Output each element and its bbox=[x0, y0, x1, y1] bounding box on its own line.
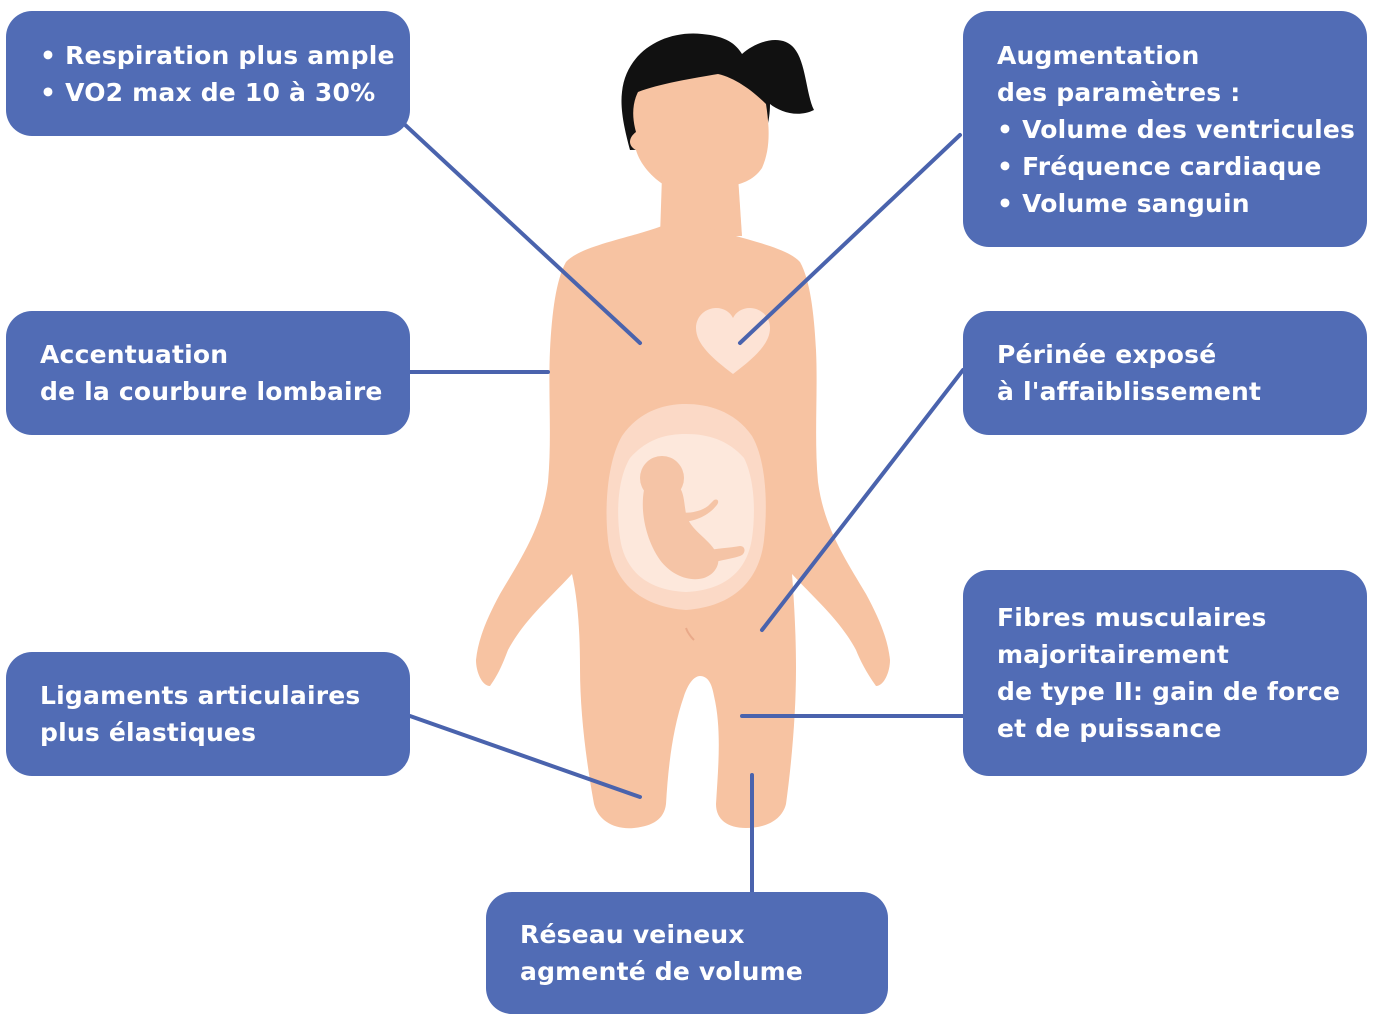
callout-cardio-line-4: • Fréquence cardiaque bbox=[997, 148, 1355, 185]
callout-lombaire-line-1: Accentuation bbox=[40, 336, 398, 373]
callout-lombaire-line-2: de la courbure lombaire bbox=[40, 373, 398, 410]
callout-respiration-line-1: • Respiration plus ample bbox=[40, 37, 398, 74]
callout-ligaments-line-1: Ligaments articulaires bbox=[40, 677, 398, 714]
callout-fibres-line-1: Fibres musculaires bbox=[997, 599, 1355, 636]
callout-veineux: Réseau veineux agmenté de volume bbox=[486, 892, 888, 1014]
callout-cardio-line-5: • Volume sanguin bbox=[997, 185, 1355, 222]
callout-perinee: Périnée exposé à l'affaiblissement bbox=[963, 311, 1367, 435]
callout-respiration: • Respiration plus ample • VO2 max de 10… bbox=[6, 11, 410, 136]
callout-perinee-line-2: à l'affaiblissement bbox=[997, 373, 1355, 410]
connector-respiration bbox=[402, 122, 640, 343]
callout-veineux-line-2: agmenté de volume bbox=[520, 953, 876, 990]
callout-lombaire: Accentuation de la courbure lombaire bbox=[6, 311, 410, 435]
connector-cardio bbox=[740, 135, 960, 343]
callout-cardio-line-3: • Volume des ventricules bbox=[997, 111, 1355, 148]
callout-fibres-line-4: et de puissance bbox=[997, 710, 1355, 747]
callout-ligaments: Ligaments articulaires plus élastiques bbox=[6, 652, 410, 776]
callout-fibres-line-3: de type II: gain de force bbox=[997, 673, 1355, 710]
callout-perinee-line-1: Périnée exposé bbox=[997, 336, 1355, 373]
callout-cardio-line-2: des paramètres : bbox=[997, 74, 1355, 111]
callout-respiration-line-2: • VO2 max de 10 à 30% bbox=[40, 74, 398, 111]
head-shape bbox=[630, 74, 769, 186]
callout-cardio: Augmentation des paramètres : • Volume d… bbox=[963, 11, 1367, 247]
callout-veineux-line-1: Réseau veineux bbox=[520, 916, 876, 953]
uterus bbox=[607, 404, 766, 610]
callout-fibres-line-2: majoritairement bbox=[997, 636, 1355, 673]
callout-fibres: Fibres musculaires majoritairement de ty… bbox=[963, 570, 1367, 776]
callout-ligaments-line-2: plus élastiques bbox=[40, 714, 398, 751]
callout-cardio-line-1: Augmentation bbox=[997, 37, 1355, 74]
